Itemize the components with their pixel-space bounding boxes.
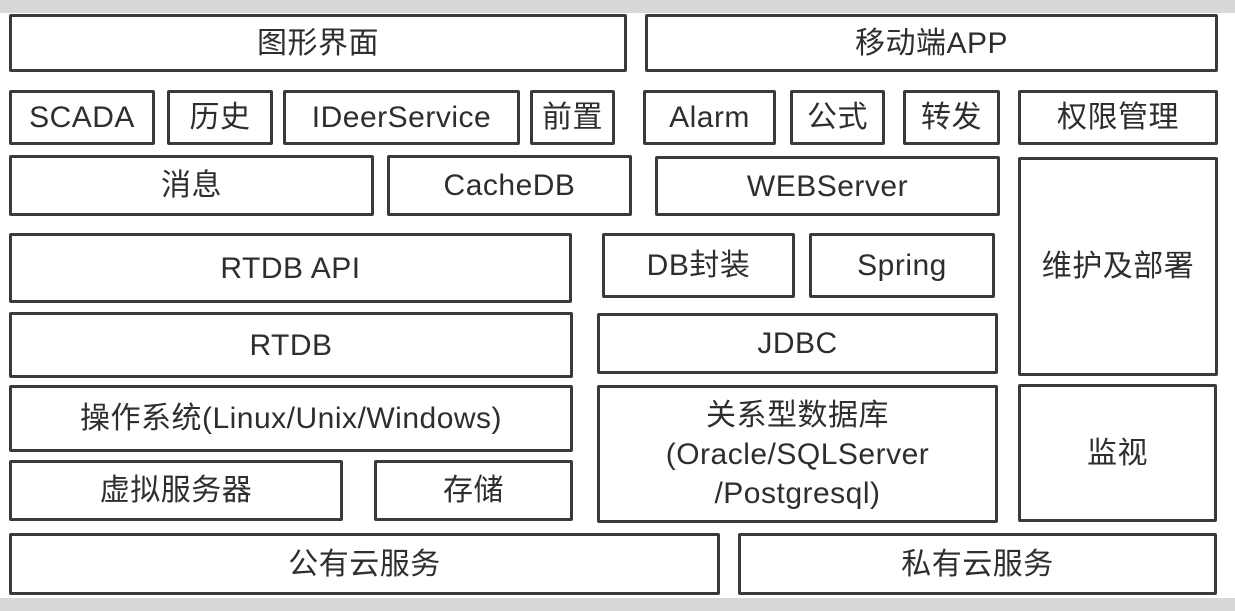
block-alarm: Alarm	[643, 90, 776, 145]
block-mobile-app: 移动端APP	[645, 14, 1218, 72]
block-private-cloud: 私有云服务	[738, 533, 1217, 595]
block-graphic-ui: 图形界面	[9, 14, 627, 72]
bottom-gray-band	[0, 598, 1235, 611]
block-monitor: 监视	[1018, 384, 1217, 522]
block-maintain-deploy: 维护及部署	[1018, 157, 1218, 376]
block-spring: Spring	[809, 233, 995, 298]
block-virtual-server: 虚拟服务器	[9, 460, 343, 521]
block-history: 历史	[167, 90, 273, 145]
block-cache-db: CacheDB	[387, 155, 632, 216]
block-scada: SCADA	[9, 90, 155, 145]
block-forward: 转发	[903, 90, 1000, 145]
block-rtdb: RTDB	[9, 312, 573, 378]
block-ideer-service: IDeerService	[283, 90, 520, 145]
block-formula: 公式	[790, 90, 885, 145]
block-web-server: WEBServer	[655, 156, 1000, 216]
block-storage: 存储	[374, 460, 573, 521]
block-db-wrapper: DB封装	[602, 233, 795, 298]
block-jdbc: JDBC	[597, 313, 998, 374]
top-gray-band	[0, 0, 1235, 13]
block-public-cloud: 公有云服务	[9, 533, 720, 595]
block-permission-mgmt: 权限管理	[1018, 90, 1218, 145]
block-rtdb-api: RTDB API	[9, 233, 572, 303]
block-relational-db: 关系型数据库 (Oracle/SQLServer /Postgresql)	[597, 385, 998, 523]
block-os: 操作系统(Linux/Unix/Windows)	[9, 385, 573, 452]
block-front-end: 前置	[530, 90, 615, 145]
block-message: 消息	[9, 155, 374, 216]
